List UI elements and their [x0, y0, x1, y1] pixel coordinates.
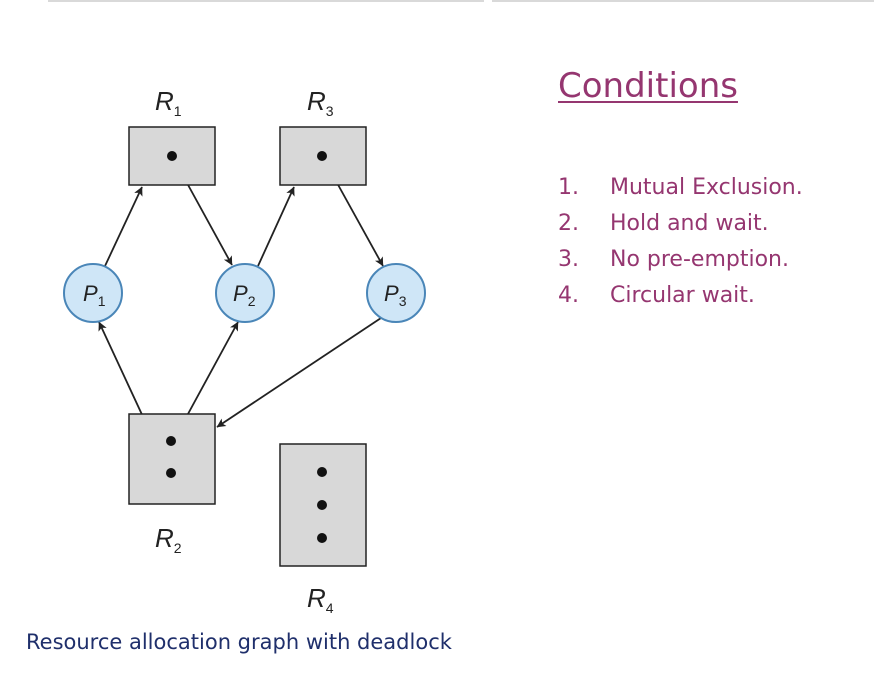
edge-p1-to-r1: [104, 186, 143, 267]
condition-item: 1. Mutual Exclusion.: [558, 170, 868, 206]
resource-R2: [128, 413, 216, 505]
process-P3: P3: [366, 263, 426, 323]
resource-label-R1: R1: [155, 86, 182, 119]
condition-number: 3.: [558, 247, 579, 272]
resource-instance-dot: [317, 500, 327, 510]
top-divider-left: [48, 0, 484, 2]
condition-text: No pre-emption.: [610, 247, 789, 272]
resource-instance-dot: [317, 467, 327, 477]
resource-instance-dot: [166, 436, 176, 446]
resource-label-R4: R4: [307, 583, 334, 616]
resource-R3: [279, 126, 367, 186]
resource-label-R2: R2: [155, 523, 182, 556]
process-node-P3: [366, 263, 426, 323]
process-node-P1: [63, 263, 123, 323]
condition-item: 2. Hold and wait.: [558, 206, 868, 242]
resource-label-R3: R3: [307, 86, 334, 119]
resource-allocation-graph: P1 P2 P3 R1 R3 R2 R4: [63, 86, 426, 616]
process-P2: P2: [215, 263, 275, 323]
edge-p3-to-r2: [216, 317, 382, 428]
process-node-P2: [215, 263, 275, 323]
resource-instance-dot: [317, 151, 327, 161]
resource-instance-dot: [317, 533, 327, 543]
condition-item: 4. Circular wait.: [558, 278, 868, 314]
condition-text: Circular wait.: [610, 283, 755, 308]
condition-text: Hold and wait.: [610, 211, 769, 236]
condition-item: 3. No pre-emption.: [558, 242, 868, 278]
process-label-P2: P2: [233, 281, 256, 309]
condition-number: 2.: [558, 211, 579, 236]
conditions-list: 1. Mutual Exclusion. 2. Hold and wait. 3…: [558, 170, 868, 314]
resource-instance-dot: [167, 151, 177, 161]
process-label-P3: P3: [384, 281, 407, 309]
edge-p2-to-r3: [257, 186, 295, 267]
process-P1: P1: [63, 263, 123, 323]
diagram-caption: Resource allocation graph with deadlock: [26, 630, 452, 654]
resource-R4: [279, 443, 367, 567]
condition-number: 1.: [558, 175, 579, 200]
resource-box-R2: [128, 413, 216, 505]
condition-number: 4.: [558, 283, 579, 308]
conditions-panel: Conditions 1. Mutual Exclusion. 2. Hold …: [558, 64, 868, 314]
conditions-title: Conditions: [558, 66, 738, 106]
resource-R1: [128, 126, 216, 186]
top-divider-right: [492, 0, 874, 2]
resource-instance-dot: [166, 468, 176, 478]
condition-text: Mutual Exclusion.: [610, 175, 803, 200]
process-label-P1: P1: [83, 281, 106, 309]
